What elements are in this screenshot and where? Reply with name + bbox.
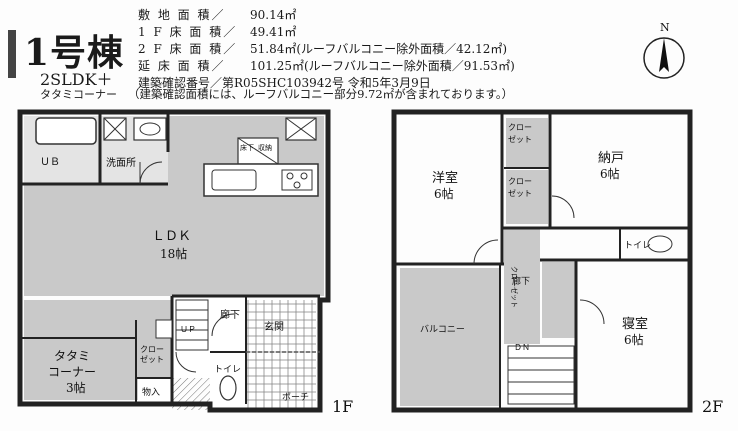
area-specs: 敷 地 面 積／90.14㎡ 1 F 床 面 積／49.41㎡ 2 F 床 面 …: [138, 6, 515, 91]
entrance-label: 玄関: [264, 320, 284, 333]
western-room-label: 洋室: [432, 170, 458, 186]
bathtub: [35, 117, 97, 145]
closet-a-box: [506, 118, 548, 168]
ub-label: ＵＢ: [40, 157, 60, 168]
underfloor-label-1: 床下: [240, 143, 254, 152]
stair-2f: [507, 345, 575, 405]
storeroom-size: 6帖: [600, 166, 620, 181]
storage-label: 物入: [142, 386, 160, 398]
closet-2f-box: [542, 262, 576, 338]
kitchen-sink: [211, 169, 257, 191]
balcony-floor: [400, 268, 500, 406]
entrance-floor: [246, 300, 316, 352]
closet-2f-label: クローゼット: [510, 266, 519, 308]
porch-label: ポーチ: [282, 392, 309, 403]
closet-b-label-1: クロー: [508, 177, 532, 186]
ldk-size-label: 18帖: [160, 246, 187, 261]
compass-needle-icon: [659, 38, 669, 72]
floor-2f-plan: 洋室 6帖 クロー ゼット クロー ゼット 納戸 6帖 トイレ 廊下 バルコニー…: [391, 109, 723, 416]
hall-2f-floor: [504, 228, 540, 344]
toilet-2f-fixture: [647, 235, 673, 253]
compass-north-label: N: [660, 21, 670, 34]
floor-1f-plan: ＵＢ 洗面所 床下 収納 ＬＤＫ 18帖 廊下 玄関 ＵＰ クロー ゼット タタ…: [17, 109, 353, 416]
up-label: ＵＰ: [180, 325, 196, 334]
floor-1f-label: 1F: [332, 397, 353, 416]
balcony-label: バルコニー: [420, 324, 465, 335]
storeroom-label: 納戸: [598, 151, 624, 166]
kitchen-counter: [203, 163, 319, 197]
washbasin: [133, 117, 167, 141]
layout-type: 2SLDK＋: [40, 70, 113, 89]
closet-a-label-1: クロー: [508, 123, 532, 132]
porch-floor: [246, 352, 316, 408]
washroom-label: 洗面所: [106, 157, 136, 169]
spec-site-area: 敷 地 面 積／90.14㎡: [138, 8, 297, 22]
toilet-1f-label: トイレ: [214, 365, 241, 375]
bedroom-label: 寝室: [622, 316, 648, 332]
tatami-label-1: タタミ: [54, 349, 90, 363]
title-accent-bar: [8, 30, 16, 78]
kitchen-stove: [281, 169, 313, 191]
storage-floor: [138, 378, 172, 402]
tatami-size-label: 3帖: [66, 380, 86, 395]
closet-1f-label-2: ゼット: [140, 354, 164, 364]
area-note: （建築確認面積には、ルーフバルコニー部分9.72㎡が含まれております。）: [128, 87, 514, 101]
spec-2f-area: 2 F 床 面 積／51.84㎡(ルーフバルコニー除外面積／42.12㎡): [138, 42, 508, 56]
confirmation-number: 建築確認番号／第R05SHC103942号 令和5年3月9日: [138, 76, 431, 90]
outer-wall-1f: [17, 109, 331, 413]
closet-1f-label-1: クロー: [140, 345, 164, 354]
dn-label: ＤＮ: [514, 343, 530, 352]
building-title: 1号棟: [24, 32, 125, 74]
closet-1f-box: [155, 319, 173, 339]
closet-a-label-2: ゼット: [508, 134, 532, 144]
spec-total-area: 延 床 面 積／101.25㎡(ルーフバルコニー除外面積／91.53㎡): [138, 59, 515, 73]
hall-1f-label: 廊下: [220, 308, 240, 321]
stair-1f: [175, 299, 209, 351]
closet-b-box: [506, 170, 548, 224]
hall-2f-label: 廊下: [512, 275, 530, 287]
layout-subtype: タタミコーナー: [40, 88, 117, 101]
tatami-label-2: コーナー: [48, 365, 96, 379]
western-room-size: 6帖: [434, 186, 454, 201]
bedroom-size: 6帖: [624, 332, 644, 347]
ldk-label: ＬＤＫ: [152, 229, 191, 244]
closet-b-label-2: ゼット: [508, 188, 532, 198]
toilet-2f-label: トイレ: [624, 241, 651, 251]
compass: N: [643, 21, 685, 79]
toilet-1f-fixture: [219, 375, 237, 401]
outer-wall-2f: [391, 109, 693, 413]
underfloor-label-2: 収納: [258, 143, 272, 152]
floor-2f-label: 2F: [702, 397, 723, 416]
spec-1f-area: 1 F 床 面 積／49.41㎡: [138, 25, 297, 39]
